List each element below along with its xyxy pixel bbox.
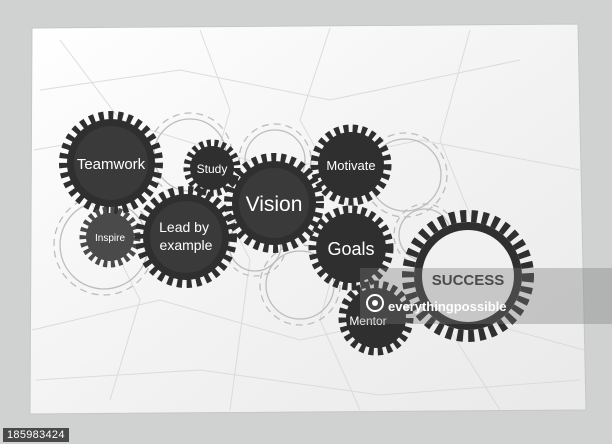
- gear-study: Study: [183, 139, 241, 197]
- gear-vision: Vision: [224, 153, 324, 253]
- label-lead-line2: example: [160, 237, 213, 253]
- label-lead-line1: Lead by: [159, 219, 209, 235]
- label-mentor: Mentor: [349, 314, 386, 328]
- label-inspire: Inspire: [95, 233, 125, 244]
- label-goals: Goals: [327, 239, 374, 259]
- label-teamwork: Teamwork: [77, 156, 146, 173]
- gear-lead-by-example: Lead by example: [135, 186, 237, 288]
- gear-teamwork: Teamwork: [59, 111, 163, 215]
- label-study: Study: [197, 162, 228, 176]
- label-success: SUCCESS: [432, 272, 505, 289]
- svg-text:Lead by example: Lead by example: [159, 219, 213, 253]
- gear-motivate: Motivate: [310, 124, 392, 206]
- watermark-site: everythingpossible: [388, 299, 507, 314]
- watermark-logo-icon: [366, 294, 384, 312]
- gear-mentor: Mentor: [338, 280, 414, 356]
- image-id-label: 185983424: [3, 428, 69, 442]
- label-motivate: Motivate: [326, 158, 375, 173]
- watermark-banner: [360, 268, 612, 324]
- gear-success: SUCCESS: [402, 210, 534, 342]
- gear-goals: Goals: [308, 205, 394, 291]
- label-vision: Vision: [246, 193, 303, 216]
